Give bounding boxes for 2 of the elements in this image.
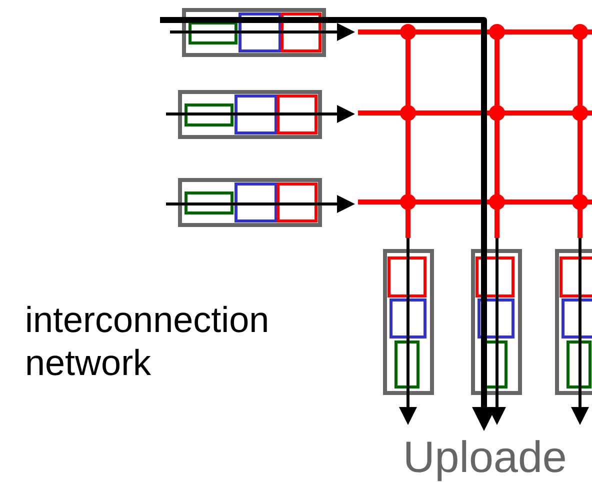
caption-text: Uploade bbox=[403, 432, 568, 482]
network-label: interconnection network bbox=[25, 298, 270, 384]
